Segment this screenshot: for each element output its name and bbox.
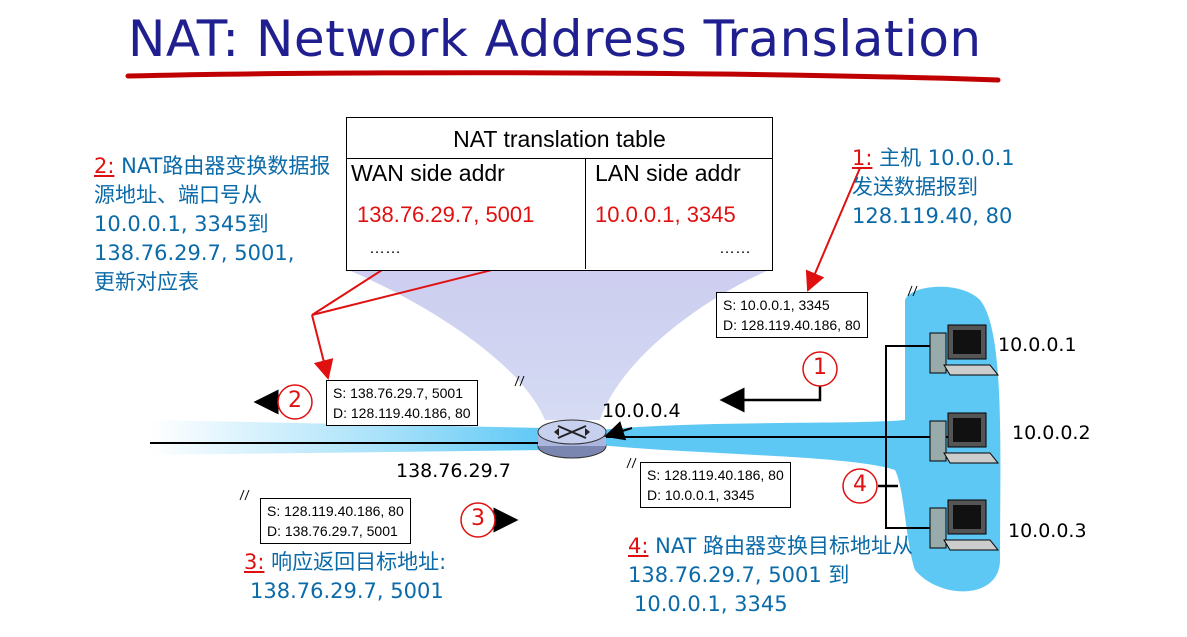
packet-2-source: S: 138.76.29.7, 5001: [333, 385, 463, 401]
packet-4-destination: D: 10.0.0.1, 3345: [647, 487, 755, 503]
step-circle-4: [842, 468, 878, 504]
packet-2-destination: D: 128.119.40.186, 80: [333, 405, 471, 421]
table-divider: [347, 158, 772, 159]
step-circle-3-label: 3: [471, 506, 485, 531]
wan-band: [150, 420, 545, 455]
callout-arrow-2c: [311, 314, 334, 380]
packet-break-marks: [239, 285, 918, 501]
step2-line5: 更新对应表: [94, 270, 199, 294]
flow-arrow-1: [719, 385, 822, 413]
router-icon: [537, 419, 607, 459]
step-circle-4-label: 4: [853, 472, 867, 497]
table-column-divider: [585, 158, 586, 269]
packet-4: S: 128.119.40.186, 80 D: 10.0.0.1, 3345: [640, 462, 791, 508]
nat-translation-table: NAT translation table WAN side addr LAN …: [346, 117, 773, 271]
step1-description: 1: 主机 10.0.0.1 发送数据报到 128.119.40, 80: [852, 144, 1015, 231]
lan-region: [600, 286, 1001, 592]
step-circle-1-label: 1: [813, 355, 827, 380]
packet-4-source: S: 128.119.40.186, 80: [647, 467, 784, 483]
step2-line1: NAT路由器变换数据报: [114, 154, 331, 178]
router-wan-address: 138.76.29.7: [396, 460, 511, 482]
step2-line4: 138.76.29.7, 5001,: [94, 241, 295, 265]
page-title: NAT: Network Address Translation: [128, 10, 982, 68]
router-lan-address: 10.0.0.4: [602, 400, 681, 422]
step1-line3: 128.119.40, 80: [852, 204, 1013, 228]
step-circle-2-label: 2: [288, 388, 302, 413]
table-cell-wan: 138.76.29.7, 5001: [357, 202, 535, 227]
title-underline: [125, 70, 1001, 83]
packet-1-destination: D: 128.119.40.186, 80: [723, 317, 861, 333]
host2-address: 10.0.0.2: [1012, 422, 1091, 444]
step4-number: 4:: [628, 534, 649, 558]
step-circle-2: [277, 384, 313, 420]
step2-line2: 源地址、端口号从: [94, 183, 262, 207]
lan-bus-host3: [885, 440, 935, 529]
table-dots-wan: ……: [369, 240, 401, 257]
callout-arrow-1: [805, 167, 861, 292]
packet-3: S: 128.119.40.186, 80 D: 138.76.29.7, 50…: [260, 498, 411, 544]
lan-bus-host1: [885, 345, 935, 440]
router-pointer: [604, 421, 633, 441]
table-cell-lan: 10.0.0.1, 3345: [595, 202, 736, 227]
step2-number: 2:: [94, 154, 115, 178]
step3-line2: 138.76.29.7, 5001: [250, 579, 444, 603]
step2-line3: 10.0.0.1, 3345到: [94, 212, 269, 236]
step4-line3: 10.0.0.1, 3345: [634, 592, 788, 616]
packet-3-source: S: 128.119.40.186, 80: [267, 503, 404, 519]
step1-line2: 发送数据报到: [852, 175, 978, 199]
packet-3-destination: D: 138.76.29.7, 5001: [267, 523, 398, 539]
table-dots-lan: ……: [719, 240, 751, 257]
table-header-lan: LAN side addr: [595, 160, 741, 186]
host3-address: 10.0.0.3: [1008, 520, 1087, 542]
step-circle-3: [460, 502, 496, 538]
step4-line2: 138.76.29.7, 5001 到: [628, 563, 850, 587]
step4-description: 4: NAT 路由器变换目标地址从 138.76.29.7, 5001 到 10…: [628, 532, 913, 619]
step3-number: 3:: [244, 550, 265, 574]
table-title: NAT translation table: [453, 126, 666, 152]
step3-line1: 响应返回目标地址:: [264, 550, 447, 574]
table-cone: [346, 269, 771, 420]
host1-address: 10.0.0.1: [998, 334, 1077, 356]
computer-icon: [929, 412, 1000, 464]
step3-description: 3: 响应返回目标地址: 138.76.29.7, 5001: [244, 548, 446, 606]
table-header-wan: WAN side addr: [351, 160, 505, 186]
step-circle-1: [802, 351, 838, 387]
step2-description: 2: NAT路由器变换数据报 源地址、端口号从 10.0.0.1, 3345到 …: [94, 152, 330, 297]
computer-icon: [929, 499, 1000, 551]
step1-line1: 主机 10.0.0.1: [872, 146, 1015, 170]
packet-2: S: 138.76.29.7, 5001 D: 128.119.40.186, …: [326, 380, 478, 426]
step1-number: 1:: [852, 146, 873, 170]
packet-1: S: 10.0.0.1, 3345 D: 128.119.40.186, 80: [716, 292, 868, 338]
step4-line1: NAT 路由器变换目标地址从: [648, 534, 914, 558]
packet-1-source: S: 10.0.0.1, 3345: [723, 297, 830, 313]
computer-icon: [929, 324, 1000, 376]
